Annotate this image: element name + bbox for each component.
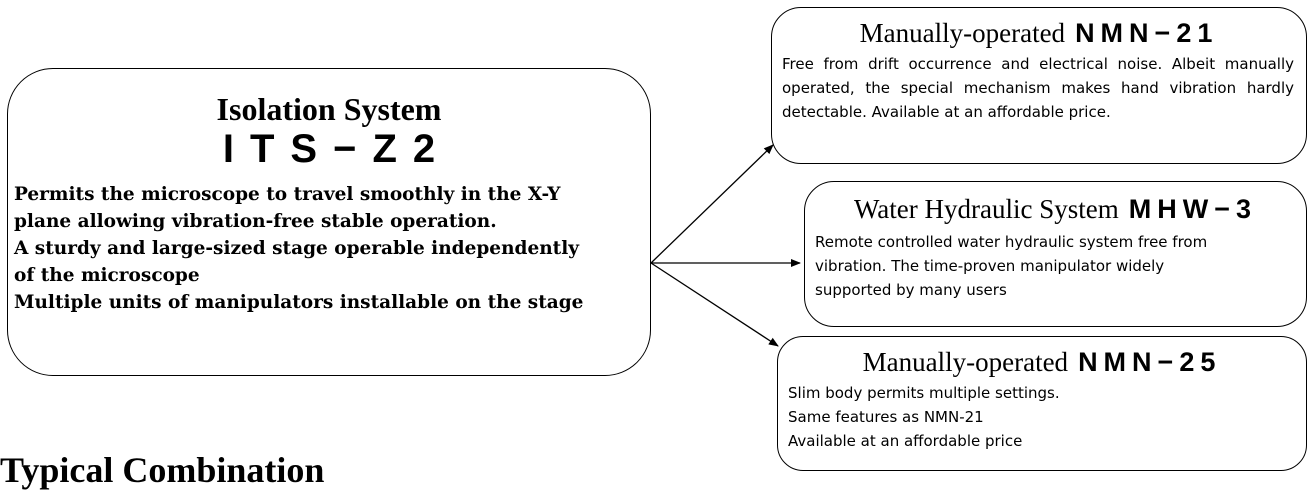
mhw3-line: Remote controlled water hydraulic system… — [815, 233, 1208, 251]
nmn25-box: Manually-operated NMN−25 Slim body permit… — [777, 336, 1307, 471]
arrow-to-nmn21 — [650, 144, 774, 264]
main-line: Permits the microscope to travel smoothl… — [14, 184, 561, 205]
nmn25-line: Slim body permits multiple settings. — [788, 384, 1060, 402]
nmn25-heading: Manually-operated NMN−25 — [778, 347, 1306, 378]
nmn25-name: Manually-operated — [862, 347, 1069, 377]
main-line: of the microscope — [14, 265, 200, 286]
mhw3-heading: Water Hydraulic System MHW−3 — [805, 194, 1306, 225]
main-line: plane allowing vibration-free stable ope… — [14, 211, 497, 232]
isolation-system-box: Isolation System ITS−Z2 Permits the micr… — [7, 68, 651, 376]
arrow-to-nmn25 — [650, 262, 779, 347]
footer-title: Typical Combination — [0, 450, 325, 490]
connector-arrows — [650, 144, 801, 347]
main-description: Permits the microscope to travel smoothl… — [14, 181, 642, 316]
nmn21-box: Manually-operated NMN−21 Free from drift … — [771, 7, 1307, 164]
mhw3-model: MHW−3 — [1128, 194, 1258, 224]
nmn21-heading: Manually-operated NMN−21 — [772, 18, 1306, 49]
nmn25-line: Same features as NMN-21 — [788, 408, 984, 426]
nmn21-model: NMN−21 — [1075, 18, 1219, 48]
main-line: A sturdy and large-sized stage operable … — [14, 238, 579, 259]
main-line: Multiple units of manipulators installab… — [14, 292, 584, 313]
nmn25-model: NMN−25 — [1078, 347, 1222, 377]
mhw3-line: supported by many users — [815, 281, 1007, 299]
mhw3-line: vibration. The time-proven manipulator w… — [815, 257, 1165, 275]
mhw3-box: Water Hydraulic System MHW−3 Remote contr… — [804, 181, 1307, 327]
main-title: Isolation System — [216, 91, 442, 127]
nmn25-description: Slim body permits multiple settings. Sam… — [788, 381, 1294, 453]
mhw3-name: Water Hydraulic System — [853, 194, 1119, 224]
nmn21-name: Manually-operated — [859, 18, 1066, 48]
main-model: ITS−Z2 — [222, 127, 452, 171]
nmn25-line: Available at an affordable price — [788, 432, 1023, 450]
nmn21-description-text: Free from drift occurrence and electrica… — [782, 55, 1294, 121]
nmn21-description: Free from drift occurrence and electrica… — [782, 52, 1294, 124]
mhw3-description: Remote controlled water hydraulic system… — [815, 230, 1294, 302]
